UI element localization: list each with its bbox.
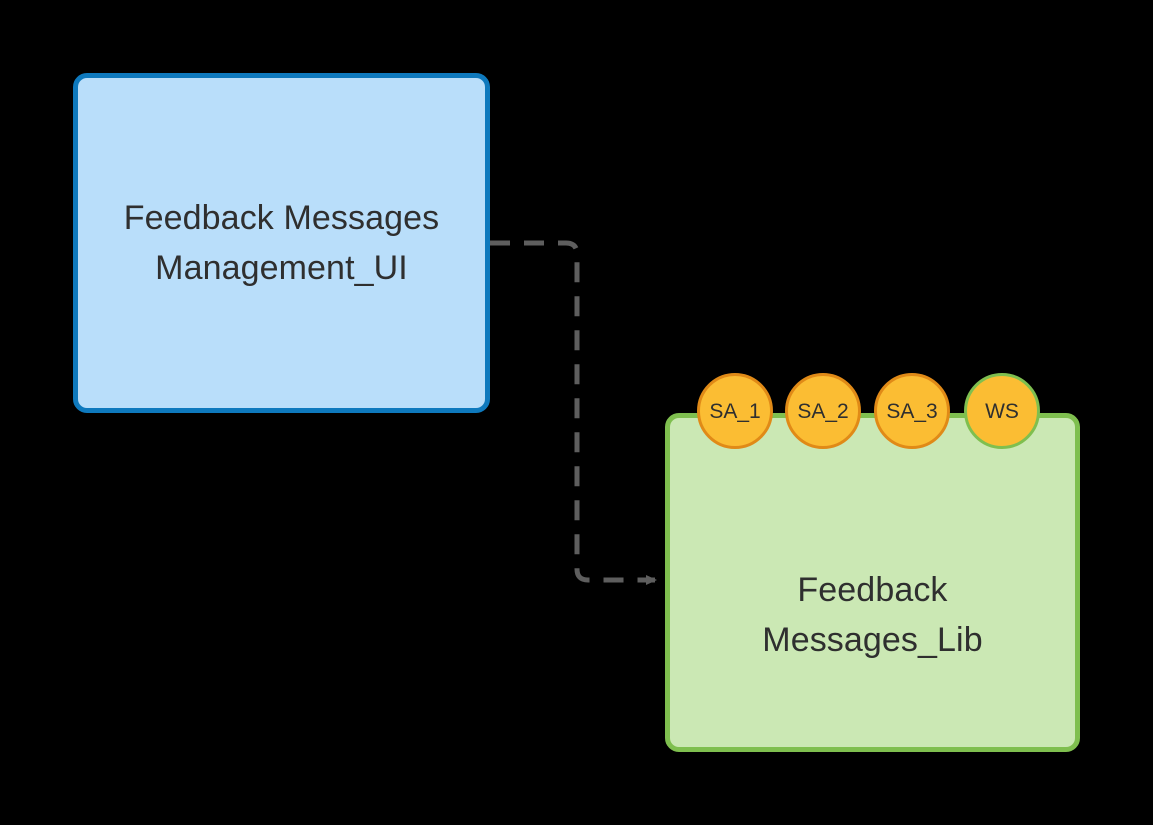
interface-label-sa-2: SA_2	[797, 399, 849, 423]
node-feedback-messages-management-ui[interactable]: Feedback Messages Management_UI	[73, 73, 490, 413]
node-label-ui: Feedback Messages Management_UI	[123, 199, 440, 287]
interface-circle-ws[interactable]: WS	[964, 373, 1040, 449]
interface-circle-sa-2[interactable]: SA_2	[785, 373, 861, 449]
connector-ui-to-lib	[490, 240, 657, 585]
interface-label-ws: WS	[985, 399, 1019, 423]
interface-circle-sa-1[interactable]: SA_1	[697, 373, 773, 449]
interface-label-sa-1: SA_1	[709, 399, 761, 423]
node-feedback-messages-lib[interactable]: Feedback Messages_Lib	[665, 413, 1080, 752]
interface-circle-sa-3[interactable]: SA_3	[874, 373, 950, 449]
interface-label-sa-3: SA_3	[886, 399, 938, 423]
node-label-lib: Feedback Messages_Lib	[762, 570, 983, 659]
